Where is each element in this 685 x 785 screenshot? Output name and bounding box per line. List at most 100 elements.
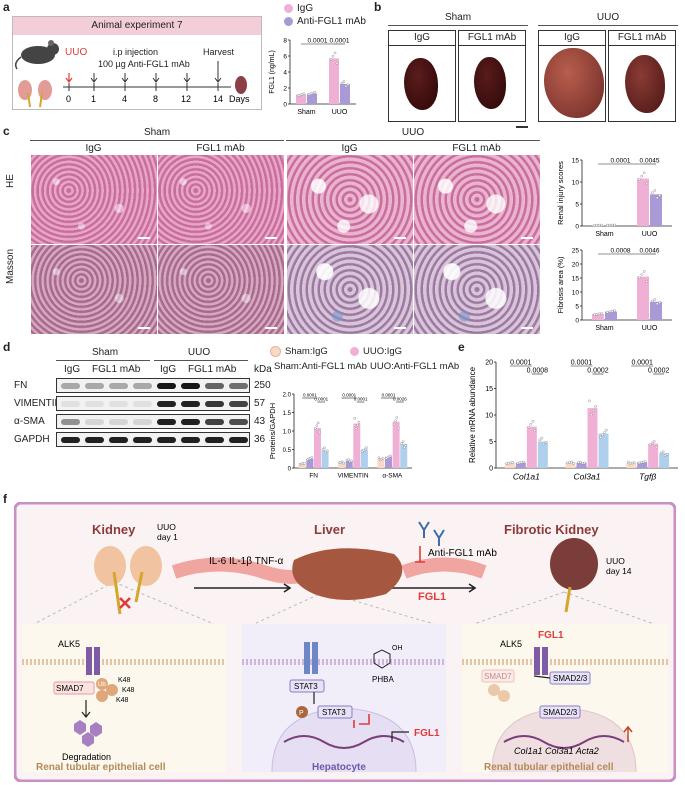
data-point [354,427,358,430]
blot-strip [56,414,250,429]
harvest-label: Harvest [203,47,235,57]
bar-sham-anti-fgl1-mab [306,458,314,468]
he-sham-fgl1 [157,154,285,245]
experiment-timeline: Animal experiment 7 UUO i.p inje [12,16,262,110]
scale-bar [138,327,150,329]
y-tick-label: 20 [572,262,580,269]
data-point [303,461,306,465]
data-point [346,83,350,87]
c-col-2: FGL1 mAb [196,143,245,154]
he-uuo-fgl1 [413,154,541,245]
data-point [583,461,586,465]
f-uuo-day1-b: day 1 [157,532,178,542]
x-category-label: UUO [642,325,658,332]
c-uuo-line [286,140,540,141]
tick-14: 14 [213,94,223,104]
y-tick-label: 10 [485,413,493,420]
data-point [645,280,648,283]
blot-band [157,437,176,443]
f-ub: Ub [98,682,106,688]
treatment-line2: 100 µg Anti-FGL1 mAb [98,59,190,69]
f-fgl1-hepatocyte: FGL1 [414,728,440,739]
p-value-label: 0.0026 [393,397,407,402]
blot-band [157,419,176,425]
tick-4: 4 [122,94,127,104]
data-point [605,428,608,432]
data-point [335,62,339,65]
b-sham-line [388,25,528,26]
f-alk5-right: ALK5 [500,639,522,649]
y-tick-label: 15 [572,276,580,283]
blood-vessel [401,557,487,579]
data-point [638,276,641,279]
data-point [638,178,641,181]
bar-anti-fgl1-mab [650,301,662,320]
legend-dot-anti [284,17,293,26]
bar-uuo-anti-fgl1-mab [598,433,609,468]
mouse-icon [14,40,59,70]
y-tick-label: 4 [283,70,287,77]
data-point [522,460,526,464]
data-point [595,313,599,316]
blot-band [133,437,152,443]
data-point [533,429,537,433]
bar-uuo-anti-fgl1-mab [659,453,670,468]
data-point [540,436,544,440]
bar-sham-igg [298,463,306,468]
y-tick-label: 0 [283,102,287,109]
blot-band [109,383,128,389]
b-scale-bar [516,126,528,128]
data-point [642,171,646,175]
x-category-label: Sham [595,325,613,332]
f-alk5-left: ALK5 [58,639,80,649]
blot-kda-value: 250 [254,380,271,391]
d-sham-header: Sham [91,347,119,358]
blot-band [133,383,152,389]
blot-band [205,437,224,443]
f-stat3-p: STAT3 [322,708,346,717]
data-point [597,223,601,227]
b-col-label: FGL1 mAb [459,31,525,46]
p-value-label: 0.0001 [510,360,532,367]
data-point [527,425,531,429]
c-uuo-header: UUO [401,127,425,138]
liver-icon [292,548,403,600]
legend-anti: Anti-FGL1 mAb [297,16,366,27]
f-fibrotic-kidney-title: Fibrotic Kidney [504,522,599,537]
data-point [613,223,616,227]
bar-uuo-anti-fgl1-mab [360,449,368,468]
data-point [350,459,353,463]
b-sham-header: Sham [444,12,472,23]
data-point [653,189,657,192]
p-value-label: 0.0001 [314,397,328,402]
legend-sham-igg: Sham:IgG [285,346,328,357]
blot-band [85,383,104,389]
p-value-label: 0.0046 [640,248,660,255]
x-category-label: Sham [297,109,315,116]
y-axis-label: Fibrosis area (%) [556,256,565,314]
y-tick-label: 2 [283,86,287,93]
bar-sham-igg [338,462,346,468]
d-col-4: FGL1 mAb [188,364,237,375]
f-kidney-title: Kidney [92,522,136,537]
data-point [389,454,392,458]
timeline-svg: UUO i.p injection 100 µg Anti-FGL1 mAb H… [14,40,250,108]
data-point [590,413,593,416]
fibrotic-kidney-icon [550,538,598,590]
data-point [648,443,652,447]
he-sham-igg [30,154,158,245]
f-phospho: P [299,710,304,717]
legend-uuo-anti: UUO:Anti-FGL1 mAb [370,361,460,372]
p-value-label: 0.0001 [308,38,328,45]
b-uuo-line [538,25,678,26]
ligation-cross-icon [119,597,131,609]
blot-kda-value: 43 [254,416,266,427]
data-point [329,58,333,61]
data-point [642,270,646,273]
d-col-1: IgG [64,364,81,375]
data-point [314,427,317,430]
f-cytokines: IL-6 IL-1β TNF-α [209,556,284,567]
mechanism-diagram: Kidney UUO day 1 IL-6 IL-1β TNF-α Liver … [14,502,676,782]
p-value-label: 0.0001 [382,393,396,398]
